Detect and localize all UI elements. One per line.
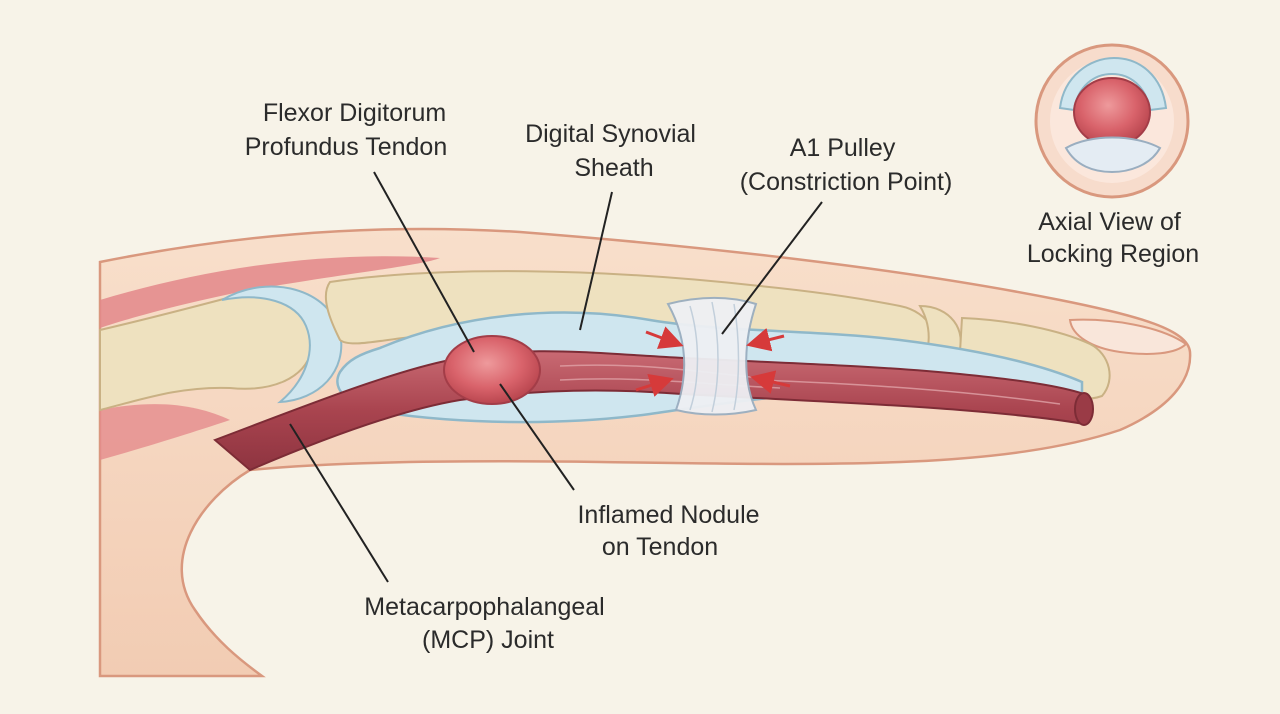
label-axial-view: Axial View of Locking Region	[1027, 208, 1199, 268]
label-mcp-joint: Metacarpophalangeal (MCP) Joint	[364, 593, 611, 654]
dorsal-soft-tissue	[100, 256, 440, 328]
leader-synovial-sheath	[579, 191, 613, 331]
constriction-arrow-1	[645, 326, 684, 349]
constriction-arrow-3	[635, 373, 674, 397]
axial-view-inset	[1034, 43, 1190, 199]
a1-pulley	[666, 297, 758, 416]
mcp-joint-capsule	[221, 285, 343, 404]
palmar-soft-tissue	[100, 404, 230, 460]
constriction-arrow-4	[750, 370, 791, 394]
label-a1-pulley: A1 Pulley (Constriction Point)	[740, 134, 953, 196]
leader-fdp-tendon	[373, 171, 475, 353]
leader-nodule	[499, 383, 575, 491]
tendon-end-cap	[1074, 392, 1094, 426]
leader-a1-pulley	[721, 201, 823, 335]
label-fdp-tendon: Flexor Digitorum Profundus Tendon	[245, 99, 453, 161]
inflamed-nodule	[443, 335, 541, 405]
label-nodule: Inflamed Nodule on Tendon	[577, 501, 766, 561]
constriction-arrow-2	[746, 327, 785, 352]
label-synovial-sheath: Digital Synovial Sheath	[525, 120, 703, 182]
leader-mcp-joint	[289, 423, 389, 583]
